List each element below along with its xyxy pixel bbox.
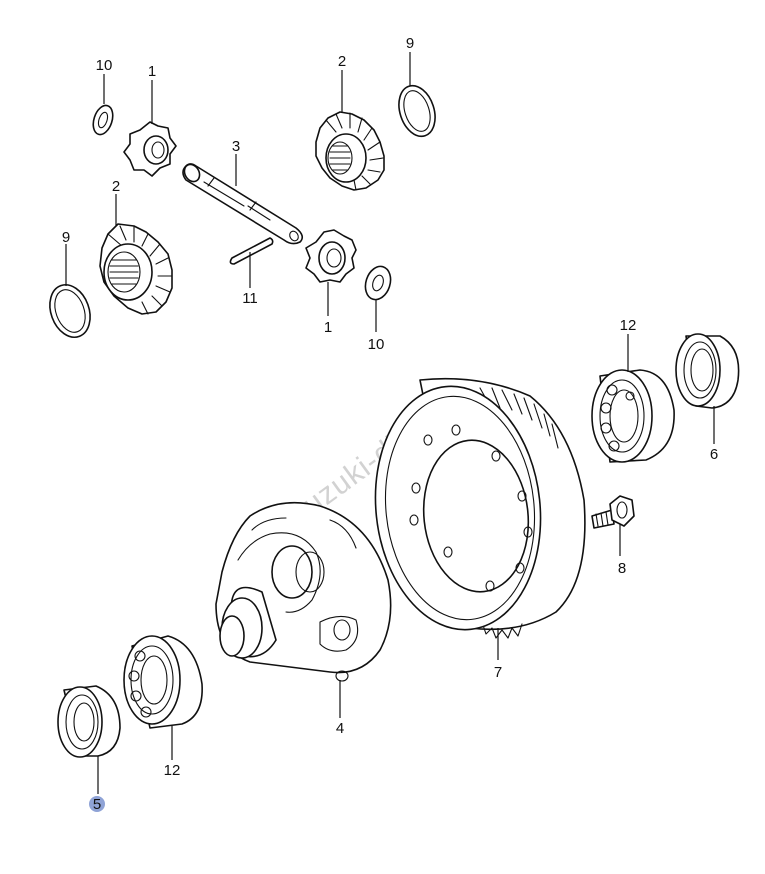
callout-12-right: 12 <box>620 317 637 334</box>
side-gear-2-top[interactable] <box>315 111 385 191</box>
callout-labels: 10 1 2 9 3 2 9 11 1 10 12 6 8 7 4 12 5 <box>62 35 718 813</box>
leader-lines <box>65 52 715 794</box>
bearing-12-bottom[interactable] <box>123 635 203 729</box>
washer-10-top[interactable] <box>90 103 116 137</box>
washer-10-middle[interactable] <box>361 263 394 303</box>
lock-pin-11[interactable] <box>229 237 274 265</box>
callout-7: 7 <box>494 664 502 681</box>
shim-ring-9-left[interactable] <box>43 279 97 343</box>
callout-3: 3 <box>232 138 240 155</box>
pinion-gear-1-middle[interactable] <box>305 229 357 283</box>
bearing-12-right[interactable] <box>591 369 675 463</box>
callout-9-top: 9 <box>406 35 414 52</box>
oil-seal-5[interactable] <box>57 685 121 758</box>
callout-1-top: 1 <box>148 63 156 80</box>
side-gear-2-left[interactable] <box>99 223 173 315</box>
highlight-marker <box>89 796 105 812</box>
callout-10-middle: 10 <box>368 336 385 353</box>
callout-8: 8 <box>618 560 626 577</box>
differential-case-4[interactable] <box>215 501 392 682</box>
callout-5[interactable]: 5 <box>93 796 101 813</box>
ring-gear-bolt-8[interactable] <box>591 495 635 529</box>
callout-10-top: 10 <box>96 57 113 74</box>
callout-1-middle: 1 <box>324 319 332 336</box>
pinion-shaft-3[interactable] <box>181 162 304 245</box>
callout-2-top: 2 <box>338 53 346 70</box>
shim-ring-9-top[interactable] <box>393 81 441 141</box>
callout-2-left: 2 <box>112 178 120 195</box>
callout-12-bottom: 12 <box>164 762 181 779</box>
callout-9-left: 9 <box>62 229 70 246</box>
ring-gear-7[interactable] <box>364 377 586 639</box>
oil-seal-6[interactable] <box>675 333 740 409</box>
callout-6: 6 <box>710 446 718 463</box>
callout-4: 4 <box>336 720 344 737</box>
callout-11: 11 <box>242 290 258 307</box>
pinion-gear-1-top[interactable] <box>123 121 177 177</box>
